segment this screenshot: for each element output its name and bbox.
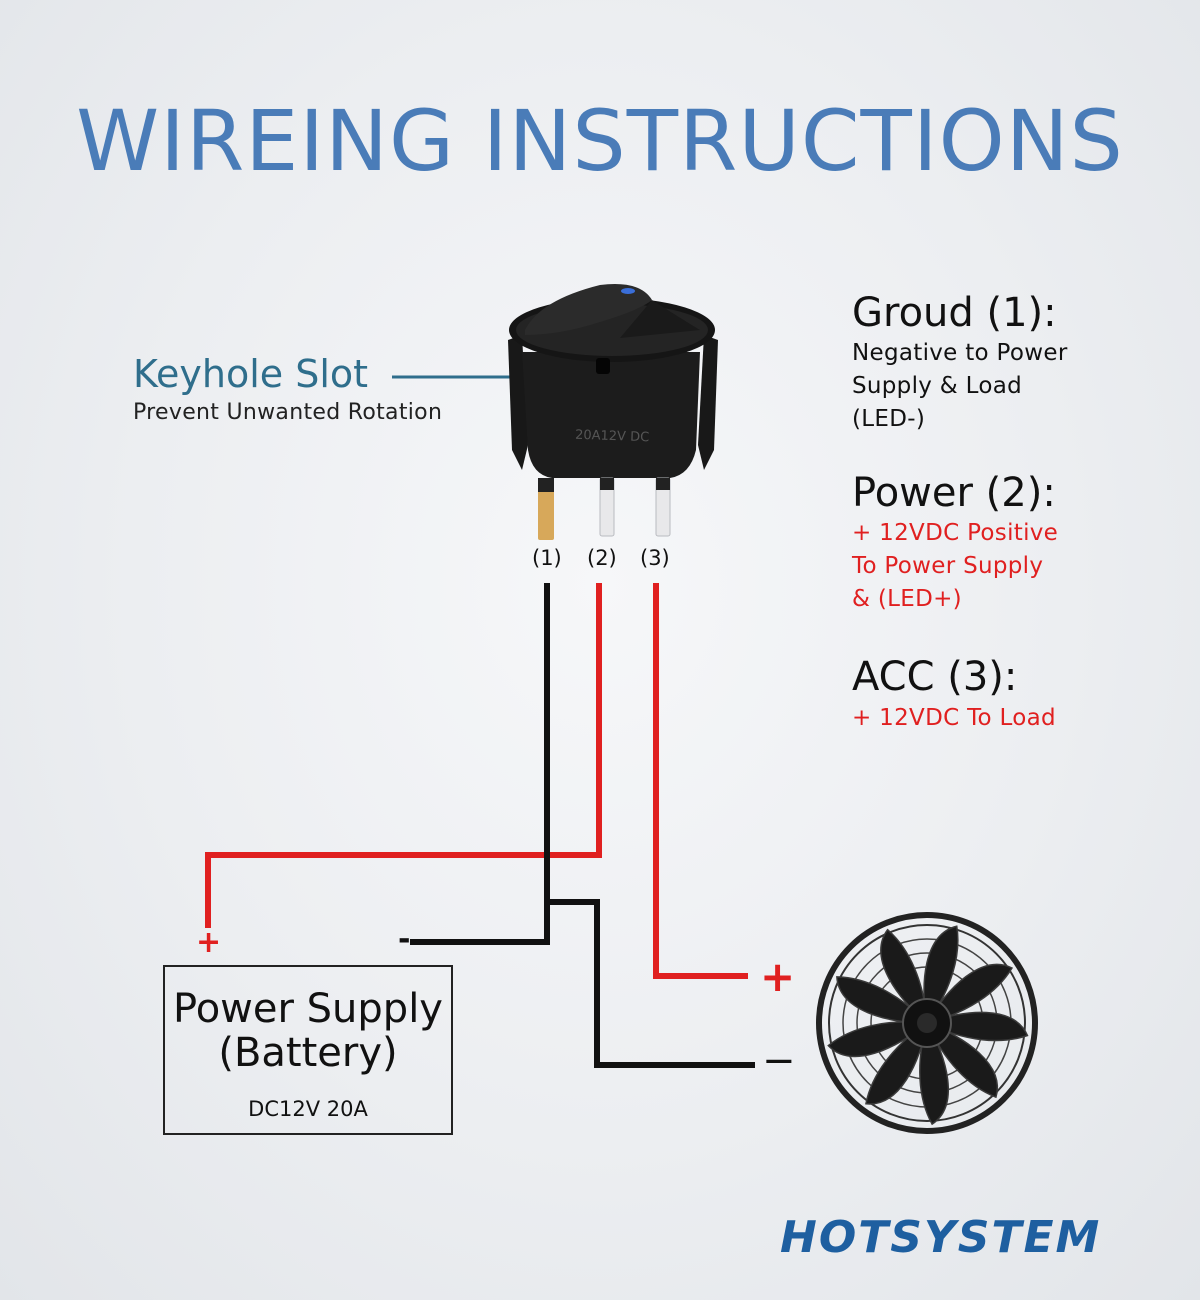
black-wire-load xyxy=(547,899,755,1068)
pin-label-1: (1) xyxy=(532,546,562,570)
ground-section-title: Groud (1): xyxy=(852,290,1057,336)
load-minus-sign: − xyxy=(762,1038,796,1084)
ground-section-line: Negative to Power xyxy=(852,340,1068,366)
rocker-switch-icon xyxy=(508,284,718,540)
power-section-line: & (LED+) xyxy=(852,586,962,612)
ground-section-line: (LED-) xyxy=(852,406,926,432)
page-title: WIREING INSTRUCTIONS xyxy=(76,92,1124,190)
red-wire-acc xyxy=(653,583,748,979)
battery-minus-sign: - xyxy=(398,922,411,957)
red-wire-power xyxy=(205,583,602,928)
ground-section-line: Supply & Load xyxy=(852,373,1023,399)
power-supply-box xyxy=(163,965,453,1135)
acc-section-line: + 12VDC To Load xyxy=(852,705,1056,731)
power-section-title: Power (2): xyxy=(852,470,1056,516)
hotsystem-logo: HOTSYSTEM xyxy=(780,1212,1102,1263)
power-supply-label: Power Supply xyxy=(173,986,443,1032)
fan-icon xyxy=(816,912,1038,1134)
battery-plus-sign: + xyxy=(196,925,222,960)
keyhole-slot-subtitle: Prevent Unwanted Rotation xyxy=(133,400,443,425)
switch-body-text: 20A12V DC xyxy=(575,428,650,446)
black-wire-ground xyxy=(410,583,550,945)
keyhole-slot-title: Keyhole Slot xyxy=(133,352,369,396)
power-supply-rating: DC12V 20A xyxy=(248,1097,368,1121)
battery-label: (Battery) xyxy=(218,1030,398,1076)
acc-section-title: ACC (3): xyxy=(852,654,1018,700)
pin-label-3: (3) xyxy=(640,546,670,570)
power-section-line: To Power Supply xyxy=(852,553,1044,579)
load-plus-sign: + xyxy=(760,952,796,1001)
power-section-line: + 12VDC Positive xyxy=(852,520,1059,546)
pin-label-2: (2) xyxy=(587,546,617,570)
